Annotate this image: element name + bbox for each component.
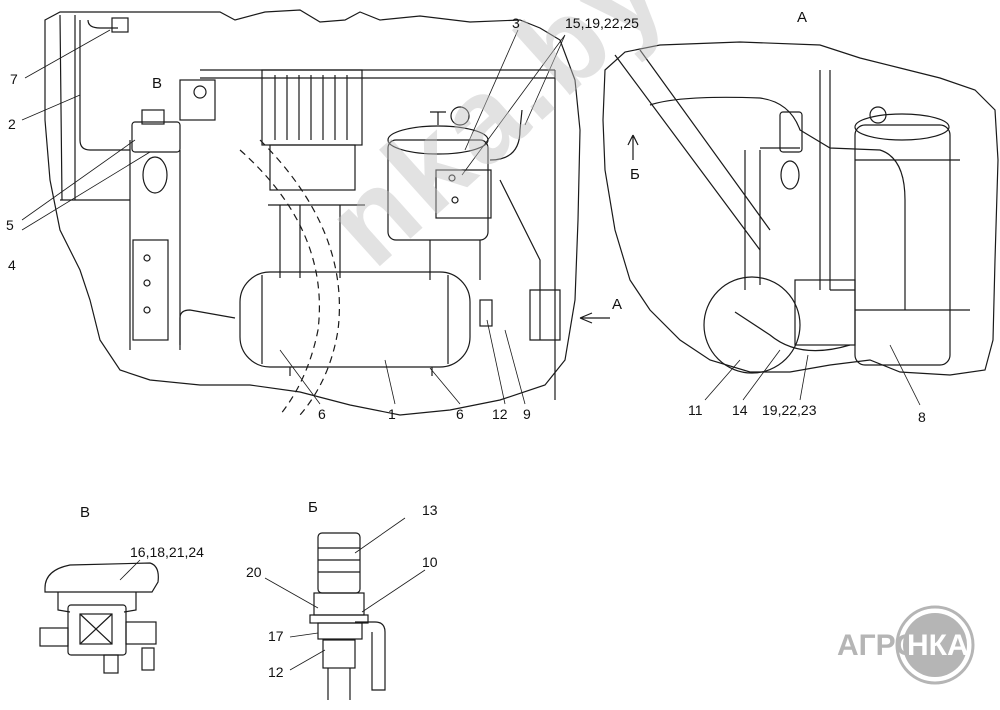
view-a-bands xyxy=(855,159,970,311)
arrow-A xyxy=(579,312,610,324)
top-pipe xyxy=(79,19,130,151)
valve-gauge xyxy=(193,85,207,99)
view-a-tank-end xyxy=(703,276,801,374)
callout-20: 20 xyxy=(246,564,262,580)
callout-2: 2 xyxy=(8,116,16,132)
view-arrow-label-b: Б xyxy=(630,166,640,183)
radiator-fins xyxy=(274,75,348,140)
coupling-nut xyxy=(313,592,365,616)
callout-3: 3 xyxy=(512,15,520,31)
view-a-block xyxy=(794,279,856,346)
view-a-receiver-top xyxy=(854,113,950,141)
view-arrow-label-a: А xyxy=(612,296,623,313)
brake-valve-top xyxy=(141,109,165,125)
valve-bracket xyxy=(179,79,216,121)
view-arrow-label-v: В xyxy=(152,75,163,92)
receiver-gauge xyxy=(450,106,470,126)
callout-11: 11 xyxy=(688,402,703,418)
callout-10: 10 xyxy=(422,554,438,570)
coupling-hose xyxy=(327,668,351,700)
view-a-valve-filter xyxy=(780,160,800,190)
callout-8: 8 xyxy=(918,409,926,425)
detail-v-cover xyxy=(44,562,159,593)
callout-13: 13 xyxy=(422,502,438,518)
detail-v-window xyxy=(79,613,113,645)
radiator-lower xyxy=(269,144,356,191)
callout-15-19-22-25: 15,19,22,25 xyxy=(565,15,639,31)
callout-6-left: 6 xyxy=(318,406,326,422)
brake-valve-body xyxy=(131,121,181,153)
detail-v-nut-bottom xyxy=(103,654,119,674)
callout-12-main: 12 xyxy=(492,406,508,422)
coupling-knurl xyxy=(318,547,360,573)
coupling-head xyxy=(317,532,361,594)
drain-valve xyxy=(479,299,493,327)
callout-16-18-21-24: 16,18,21,24 xyxy=(130,544,204,560)
view-a-receiver xyxy=(854,124,951,366)
view-a-hose xyxy=(734,311,851,352)
callout-9: 9 xyxy=(523,406,531,422)
vertical-receiver xyxy=(387,139,489,241)
view-a-diagonal xyxy=(614,49,771,251)
view-a-gauge xyxy=(869,106,887,124)
callout-19-22-23: 19,22,23 xyxy=(762,402,817,418)
vertical-post xyxy=(129,140,181,350)
view-label-a: А xyxy=(797,9,808,26)
coupling-fitting xyxy=(322,639,356,669)
logo-text-part1: АГРО xyxy=(837,629,919,662)
detail-v-brackets xyxy=(57,592,137,613)
right-struct xyxy=(499,179,561,341)
horizontal-receiver xyxy=(239,271,471,368)
detail-v-port-right xyxy=(125,621,157,645)
pipe-fitting-top xyxy=(111,17,129,33)
callout-6-right: 6 xyxy=(456,406,464,422)
callout-14: 14 xyxy=(732,402,748,418)
upper-frame xyxy=(200,69,556,400)
callout-5: 5 xyxy=(6,217,14,233)
view-a-arrow-b xyxy=(627,134,639,160)
agronka-logo: АГРО НКА xyxy=(835,605,985,685)
view-a-valve xyxy=(779,111,803,153)
coupling-nut-lower xyxy=(317,622,363,640)
callout-12-detail: 12 xyxy=(268,664,284,680)
detail-title-v: В xyxy=(80,504,91,521)
cab-frame xyxy=(59,14,130,201)
detail-v-port-left xyxy=(39,627,69,647)
view-a-outline xyxy=(602,41,999,376)
callout-7: 7 xyxy=(10,71,18,87)
callout-1: 1 xyxy=(388,406,396,422)
detail-title-b: Б xyxy=(308,499,318,516)
receiver-legs xyxy=(429,240,481,280)
receiver-pipe xyxy=(489,109,523,161)
leader-lines xyxy=(21,29,921,671)
callout-4: 4 xyxy=(8,257,16,273)
main-view-outline xyxy=(44,9,581,416)
mid-frame xyxy=(268,204,365,278)
dashed-arc-left xyxy=(239,149,320,416)
receiver-bracket xyxy=(435,169,492,219)
bracket-plate xyxy=(132,239,169,341)
brake-valve-filter xyxy=(142,156,168,194)
callout-17: 17 xyxy=(268,628,284,644)
logo-text-part2: НКА xyxy=(907,629,969,662)
detail-v-fitting xyxy=(141,647,155,671)
dashed-arc-right xyxy=(259,139,340,416)
coupling-bracket xyxy=(355,621,386,691)
view-a-pipe xyxy=(649,96,906,310)
drain-pipe xyxy=(179,309,236,345)
receiver-bands xyxy=(261,275,449,364)
receiver-feet xyxy=(289,367,433,376)
view-a-frame xyxy=(744,70,855,291)
